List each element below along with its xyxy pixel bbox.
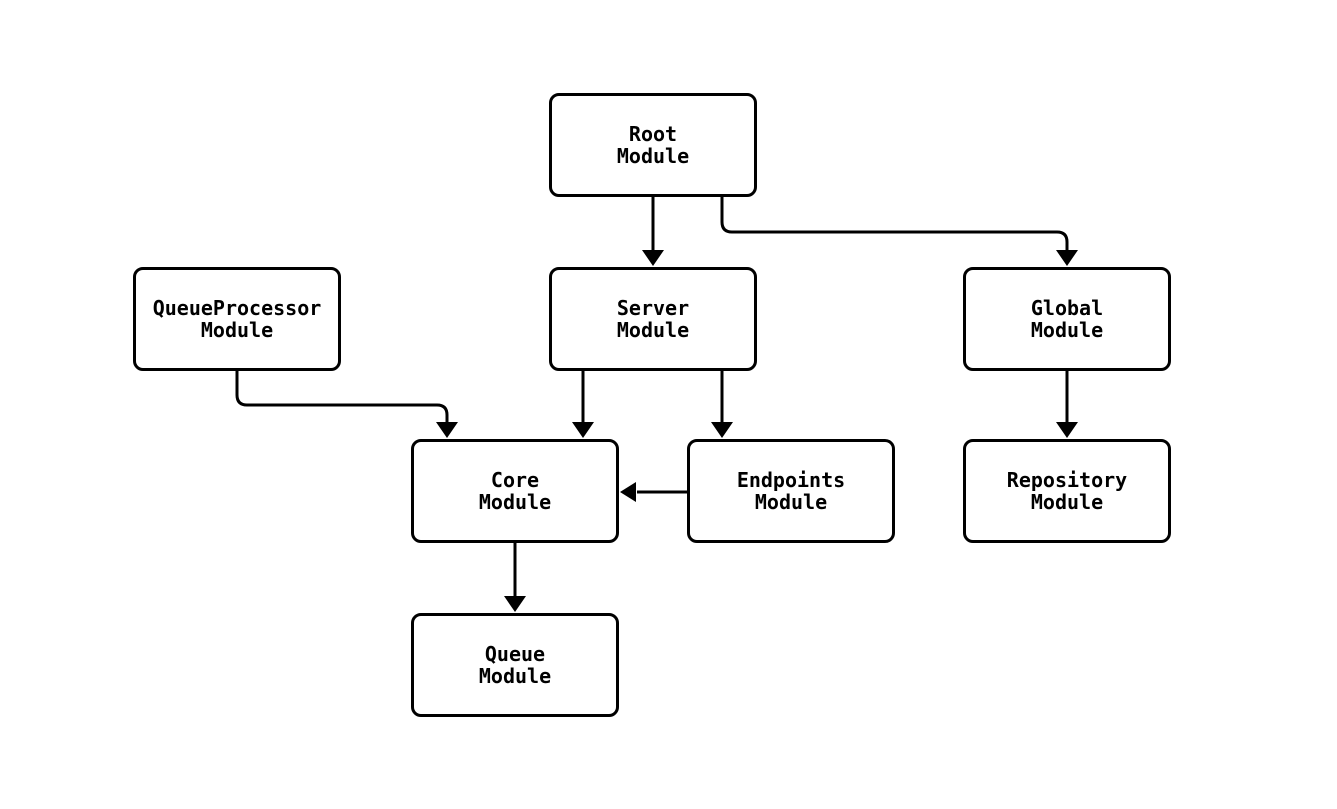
edge-core-module-to-queue-module bbox=[504, 543, 526, 612]
edge-queueprocessor-module-to-core-module bbox=[235, 371, 458, 438]
node-label-line1: Queue bbox=[484, 642, 546, 666]
node-server-module: Server Module bbox=[549, 267, 757, 371]
node-endpoints-module: Endpoints Module bbox=[687, 439, 895, 543]
node-label-line1: Global bbox=[1030, 296, 1104, 320]
node-label-line2: Module bbox=[478, 664, 552, 688]
node-queue-module: Queue Module bbox=[411, 613, 619, 717]
node-label-line2: Module bbox=[616, 318, 690, 342]
node-label-line1: Core bbox=[490, 468, 540, 492]
node-label-line2: Module bbox=[754, 490, 828, 514]
node-label-line2: Module bbox=[1030, 318, 1104, 342]
edge-server-module-to-endpoints-module bbox=[711, 371, 733, 438]
node-label-line1: Server bbox=[616, 296, 690, 320]
node-label-line2: Module bbox=[1030, 490, 1104, 514]
node-label-line1: QueueProcessor bbox=[152, 296, 322, 320]
node-root-module: Root Module bbox=[549, 93, 757, 197]
node-core-module: Core Module bbox=[411, 439, 619, 543]
node-label-line2: Module bbox=[478, 490, 552, 514]
node-label-line1: Endpoints bbox=[736, 468, 846, 492]
edge-endpoints-module-to-core-module bbox=[620, 482, 687, 502]
node-queueprocessor-module: QueueProcessor Module bbox=[133, 267, 341, 371]
edge-server-module-to-core-module bbox=[572, 371, 594, 438]
edge-root-module-to-global-module bbox=[720, 197, 1078, 266]
node-label-line2: Module bbox=[200, 318, 274, 342]
node-label-line1: Root bbox=[628, 122, 678, 146]
node-repository-module: Repository Module bbox=[963, 439, 1171, 543]
node-global-module: Global Module bbox=[963, 267, 1171, 371]
edge-global-module-to-repository-module bbox=[1056, 371, 1078, 438]
node-label-line1: Repository bbox=[1006, 468, 1128, 492]
node-label-line2: Module bbox=[616, 144, 690, 168]
edge-root-module-to-server-module bbox=[642, 197, 664, 266]
